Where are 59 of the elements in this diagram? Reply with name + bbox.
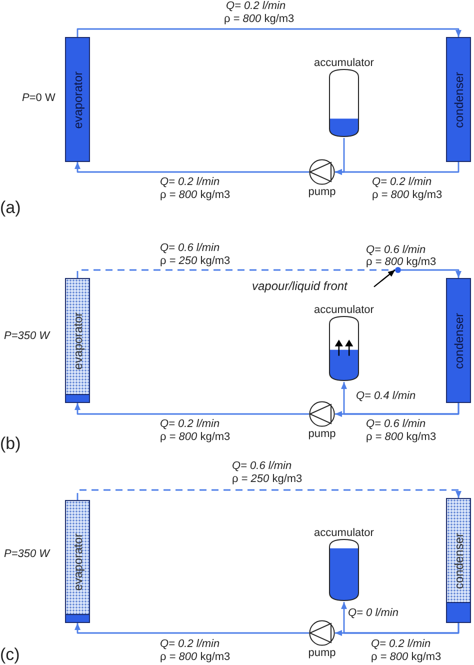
flow-label: Q= 0.2 l/min	[160, 418, 220, 431]
flow-label: ρ = 800 kg/m3	[366, 256, 436, 269]
pipe-connector	[74, 162, 309, 173]
pipe-connector	[74, 623, 309, 634]
panel-label: (c)	[0, 645, 20, 665]
flow-label: ρ = 250 kg/m3	[160, 255, 230, 268]
flow-label: ρ = 800 kg/m3	[366, 431, 436, 444]
component-label: accumulator	[314, 57, 374, 69]
flow-label: Q= 0.6 l/min	[366, 244, 426, 257]
flow-label: Q= 0.4 l/min	[356, 390, 416, 403]
pipe-connector	[401, 269, 462, 278]
flow-label: ρ = 800 kg/m3	[160, 189, 230, 202]
column-label: evaporator	[72, 532, 84, 590]
flow-label: ρ = 250 kg/m3	[232, 473, 302, 486]
pipe-connector	[341, 382, 460, 415]
flow-label: ρ = 800 kg/m3	[372, 189, 442, 202]
flow-label: Q= 0.2 l/min	[160, 176, 220, 189]
flow-label: ρ = 800 kg/m3	[160, 431, 230, 444]
component-label: pump	[308, 187, 336, 198]
pipe-connector	[341, 602, 460, 634]
front-marker	[395, 267, 401, 273]
flow-label: ρ = 800 kg/m3	[371, 651, 442, 664]
flow-label: Q= 0.2 l/min	[372, 176, 432, 189]
heat-exchanger-column	[65, 37, 90, 162]
column-label: condenser	[452, 532, 464, 589]
heat-exchanger-column	[446, 37, 471, 162]
component-label: pump	[308, 648, 336, 659]
flow-label: P=350 W	[4, 548, 50, 561]
flow-label: Q= 0.2 l/min	[226, 0, 286, 13]
flow-label: P=0 W	[22, 92, 56, 105]
pipe-connector	[76, 269, 395, 278]
pipe-connector	[76, 489, 462, 500]
heat-exchanger-column	[65, 278, 90, 403]
flow-label: Q= 0.2 l/min	[160, 638, 220, 651]
column-label: condenser	[452, 312, 464, 369]
annotation-text: vapour/liquid front	[252, 278, 374, 294]
column-label: condenser	[452, 71, 464, 128]
leader-arrow	[374, 270, 396, 288]
panel-label: (a)	[0, 198, 21, 218]
flow-label: Q= 0 l/min	[348, 607, 398, 620]
flow-label: ρ = 800 kg/m3	[160, 651, 230, 664]
component-label: pump	[308, 429, 336, 440]
flow-label: P=350 W	[4, 330, 50, 343]
flow-label: Q= 0.2 l/min	[371, 638, 431, 651]
pipe-connector	[74, 403, 309, 415]
flow-label: Q= 0.6 l/min	[232, 460, 292, 473]
component-label: accumulator	[314, 527, 374, 539]
flow-label: Q= 0.6 l/min	[160, 242, 220, 255]
flow-label: ρ = 800 kg/m3	[224, 13, 294, 26]
column-label: evaporator	[72, 70, 84, 128]
heat-exchanger-column	[65, 500, 90, 623]
pipe-connector	[76, 28, 462, 37]
pipe-connector	[335, 138, 345, 175]
column-label: evaporator	[72, 312, 84, 370]
component-label: accumulator	[314, 304, 374, 316]
heat-exchanger-column	[446, 278, 471, 403]
heat-exchanger-column	[446, 498, 471, 623]
flow-label: Q= 0.6 l/min	[366, 418, 426, 431]
panel-label: (b)	[0, 434, 21, 454]
